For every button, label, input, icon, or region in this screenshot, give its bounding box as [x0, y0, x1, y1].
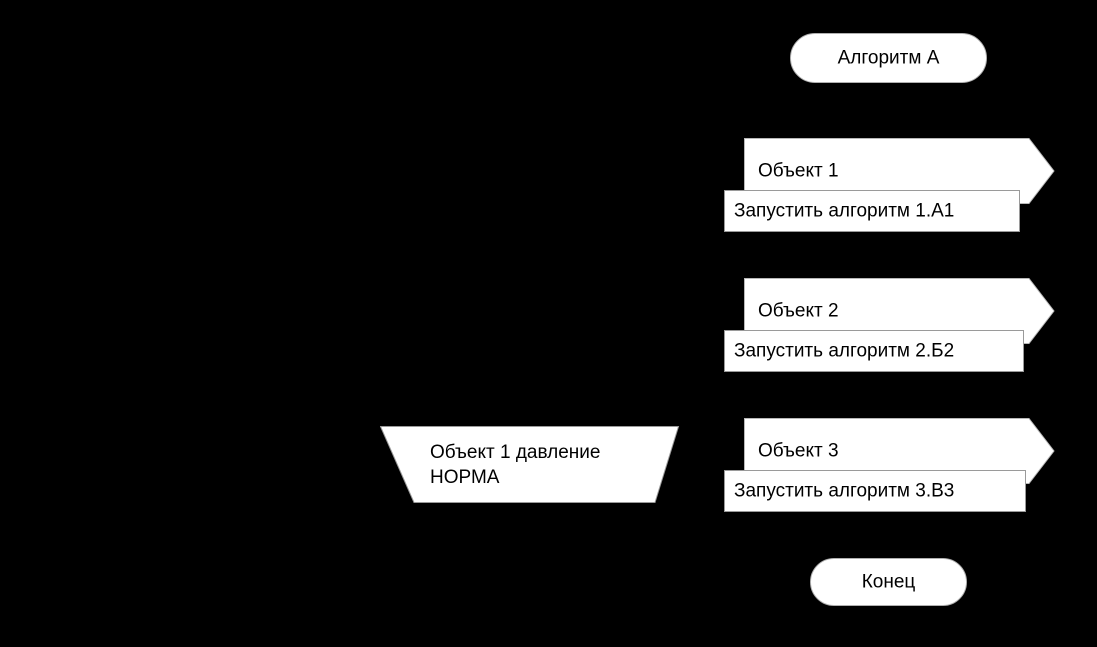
end-terminator-node[interactable]: Конец — [810, 558, 967, 606]
end-terminator-label: Конец — [861, 571, 916, 593]
start-terminator-node[interactable]: Алгоритм А — [790, 33, 987, 83]
stage-2-action-label: Запустить алгоритм 2.Б2 — [734, 340, 955, 362]
condition-node[interactable]: Объект 1 давление НОРМА — [380, 426, 680, 503]
stage-1-action-node[interactable]: Запустить алгоритм 1.А1 — [724, 190, 1020, 232]
stage-2-action-node[interactable]: Запустить алгоритм 2.Б2 — [724, 330, 1024, 372]
stage-1-action-label: Запустить алгоритм 1.А1 — [734, 200, 955, 222]
start-terminator-label: Алгоритм А — [837, 47, 940, 69]
stage-3-action-node[interactable]: Запустить алгоритм 3.В3 — [724, 470, 1026, 512]
stage-3-action-label: Запустить алгоритм 3.В3 — [734, 480, 955, 502]
trapezoid-shape-icon — [380, 426, 680, 503]
